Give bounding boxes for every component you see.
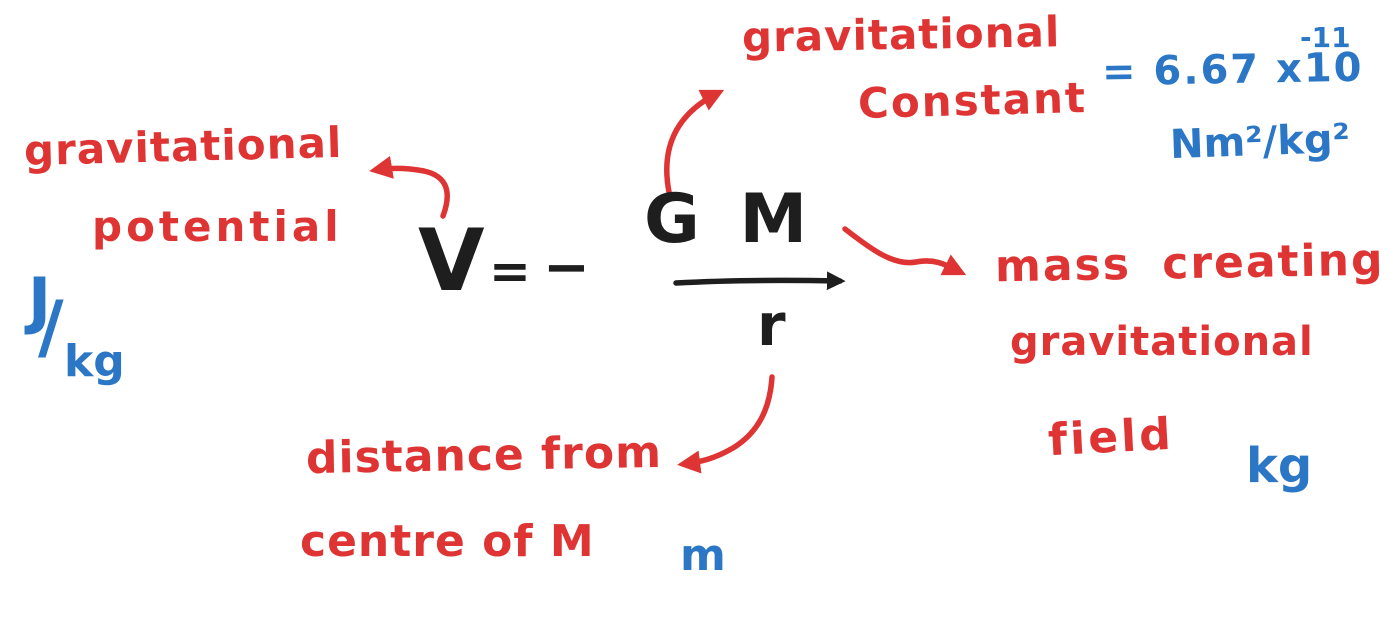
distance-label-line1: distance from <box>305 426 663 485</box>
distance-label-line2: centre of M <box>300 516 595 567</box>
fraction-bar <box>673 271 846 291</box>
mass-unit: kg <box>1246 438 1313 494</box>
equation-numerator: G M <box>644 180 808 259</box>
equation-variable: V <box>418 211 485 311</box>
mass-label-line3: field <box>1046 408 1175 467</box>
constant-value-exponent: -11 <box>1300 21 1351 54</box>
potential-unit-numerator: J <box>28 264 52 337</box>
potential-unit-slash: / <box>38 286 64 368</box>
equation-minus: − <box>543 235 590 300</box>
constant-units: Nm²/kg² <box>1169 115 1351 169</box>
arrow-to-potential-label <box>369 155 450 219</box>
gravitational-potential-label-line2: potential <box>92 202 343 251</box>
arrow-to-distance-label <box>677 374 775 474</box>
gravitational-constant-label-line2: Constant <box>857 73 1088 128</box>
arrow-to-mass-label <box>842 226 967 276</box>
gravitational-potential-label-line1: gravitational <box>23 117 343 176</box>
constant-value: = 6.67 x10 <box>1101 44 1364 96</box>
mass-label-line1: mass creating <box>994 234 1385 293</box>
mass-label-line2: gravitational <box>1010 319 1314 365</box>
equation-equals: = <box>489 242 531 300</box>
distance-unit: m <box>680 530 726 581</box>
potential-unit-denominator: kg <box>64 336 125 387</box>
equation-denominator: r <box>757 291 786 359</box>
gravitational-constant-label-line1: gravitational <box>741 7 1061 62</box>
arrow-to-constant-label <box>664 89 725 195</box>
